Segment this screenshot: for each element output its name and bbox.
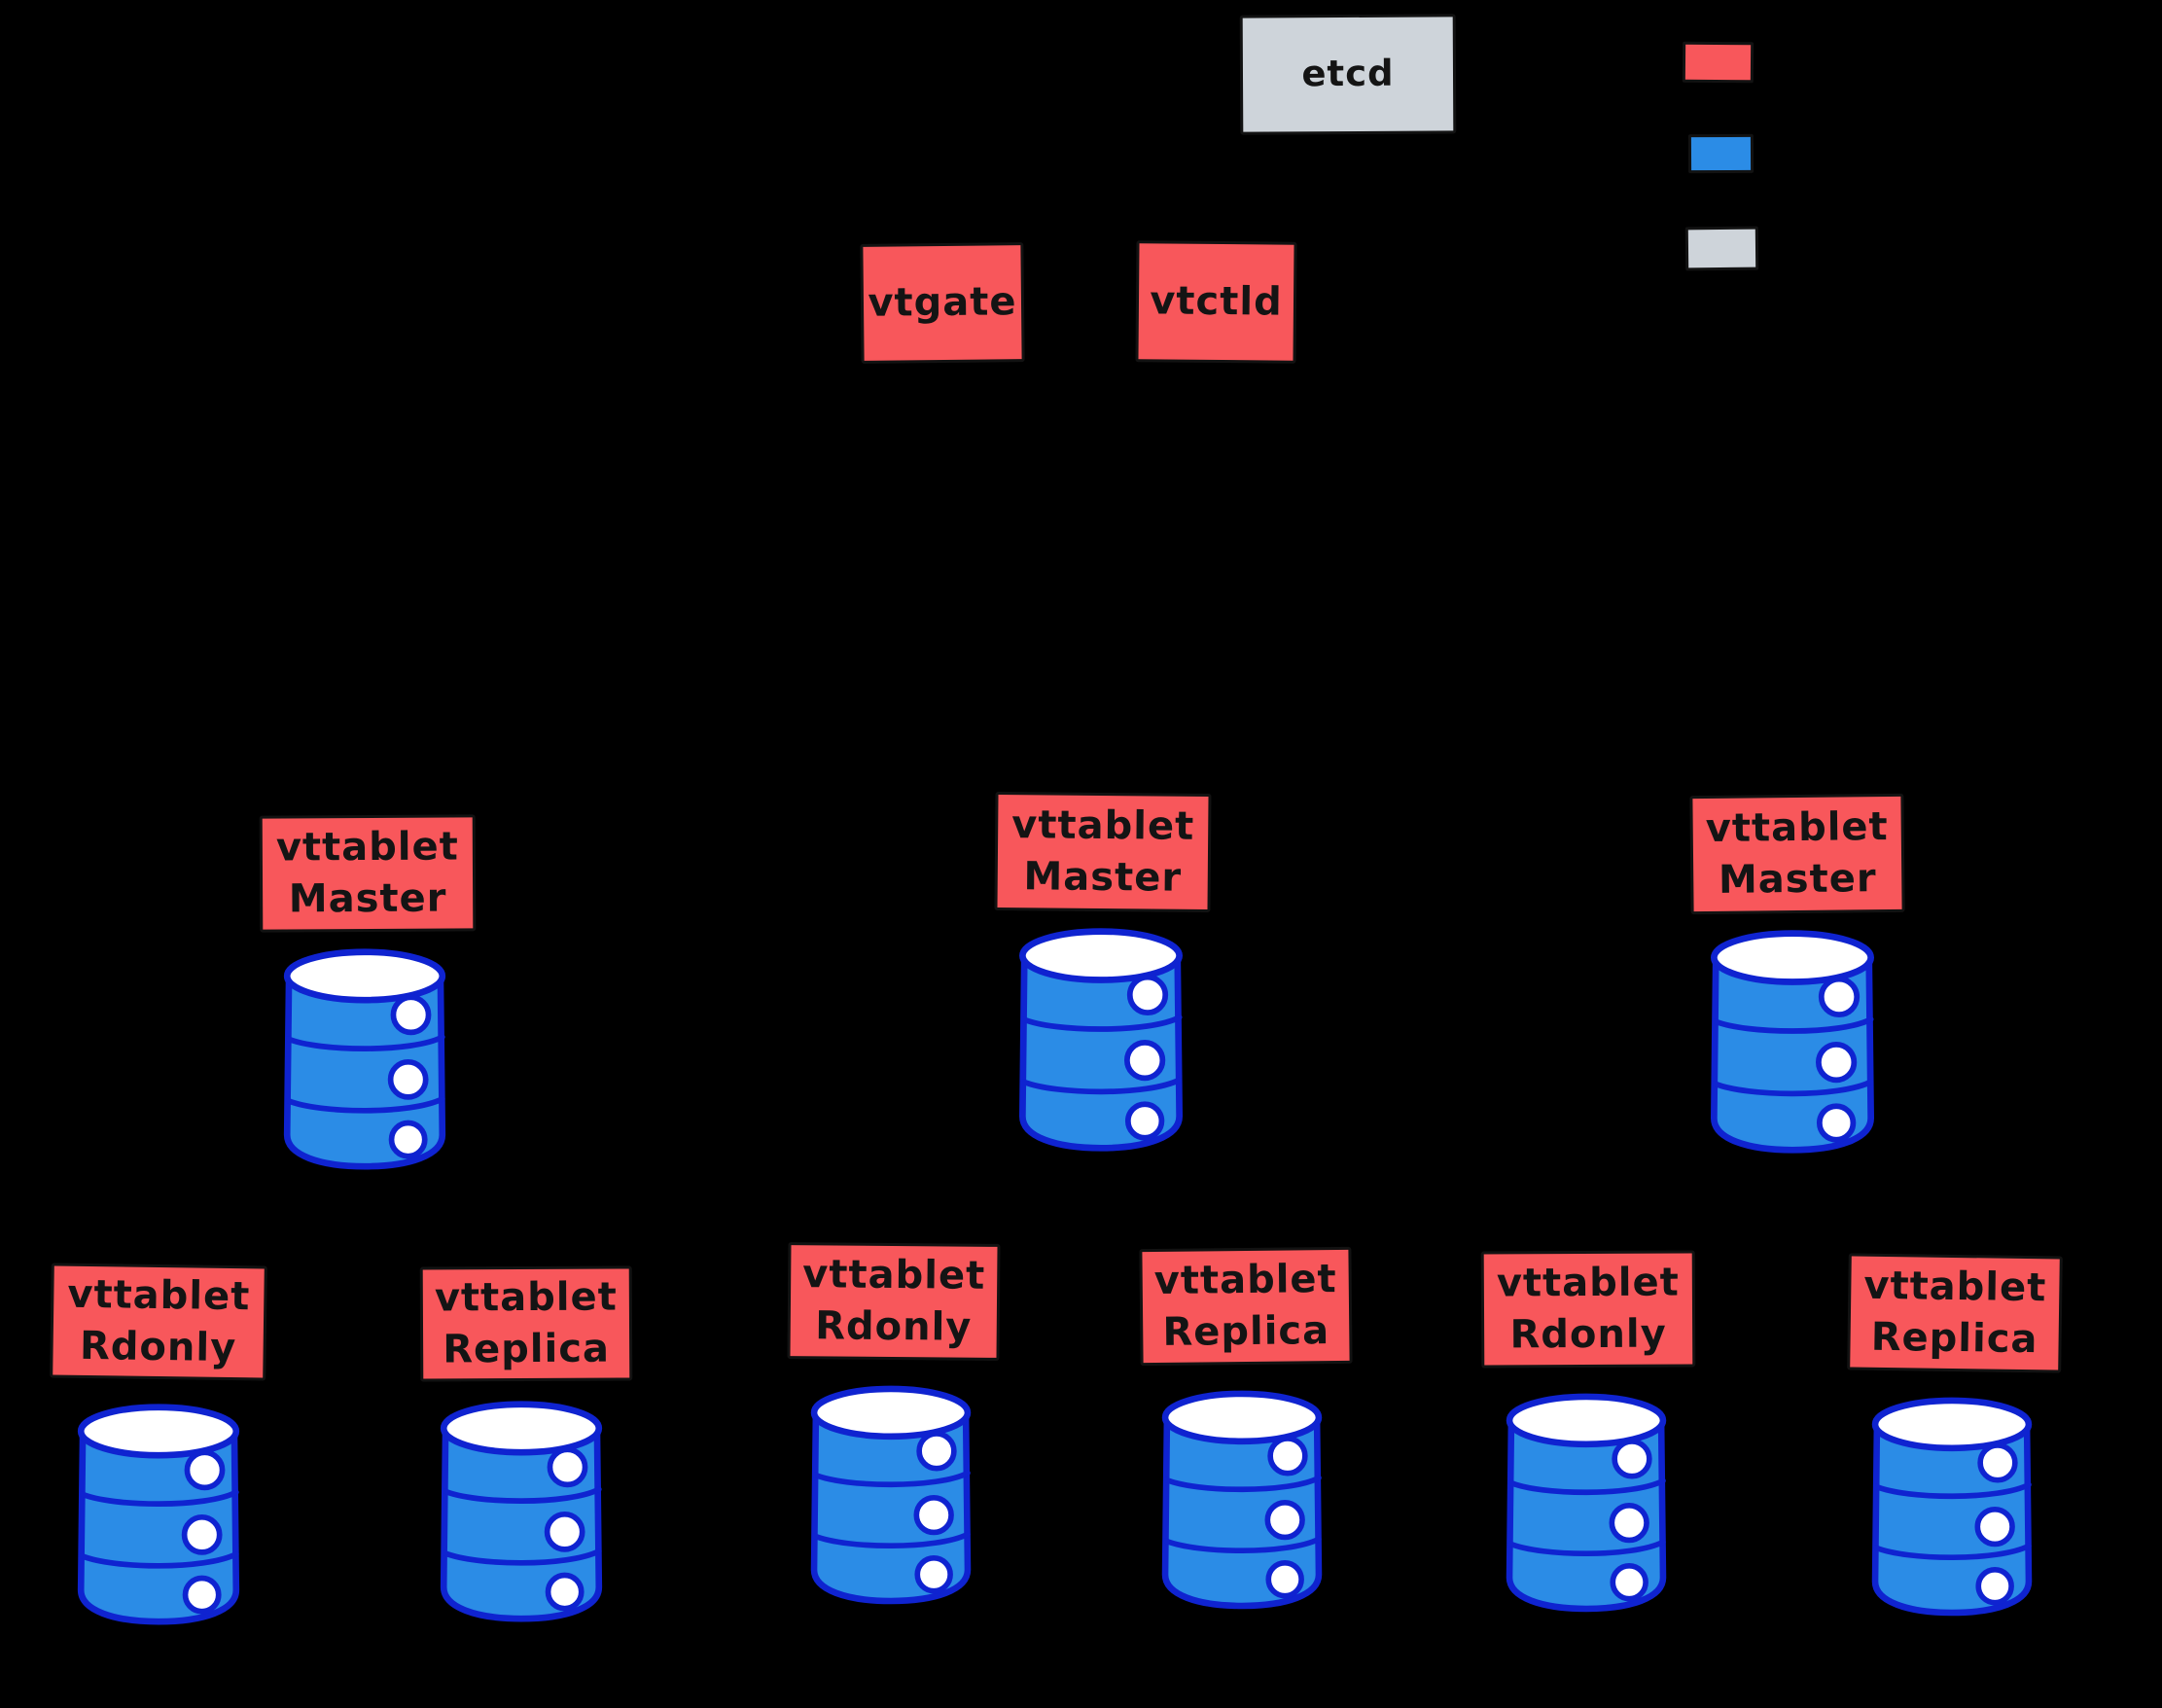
vttablet-replica-label: vttablet Replica [1153, 1257, 1337, 1355]
legend-red-swatch [1682, 41, 1754, 84]
vttablet-replica-node: vttablet Replica [1139, 1246, 1353, 1367]
database-cylinder-icon [429, 1393, 614, 1628]
vttablet-replica-node: vttablet Replica [1847, 1253, 2063, 1373]
database-cylinder-icon [1861, 1389, 2043, 1622]
vtgate-label: vtgate [868, 279, 1017, 326]
vttablet-rdonly-label: vttablet Rdonly [67, 1271, 251, 1371]
etcd-node: etcd [1239, 14, 1457, 135]
vtgate-node: vtgate [860, 242, 1025, 364]
vttablet-master-label: vttablet Master [1011, 802, 1195, 901]
vttablet-replica-node: vttablet Replica [419, 1265, 633, 1382]
vttablet-replica-label: vttablet Replica [1863, 1263, 2047, 1363]
etcd-label: etcd [1301, 52, 1395, 95]
vttablet-rdonly-label: vttablet Rdonly [1496, 1260, 1680, 1358]
database-cylinder-icon [272, 942, 457, 1175]
vttablet-master-node: vttablet Master [994, 792, 1212, 912]
vttablet-rdonly-node: vttablet Rdonly [50, 1263, 267, 1381]
legend-blue-swatch [1687, 133, 1754, 174]
vttablet-master-node: vttablet Master [259, 814, 477, 933]
vtctld-node: vtctld [1135, 240, 1297, 364]
legend-gray-swatch [1684, 226, 1759, 271]
database-cylinder-icon [66, 1393, 251, 1634]
database-cylinder-icon [1008, 922, 1194, 1156]
vttablet-master-label: vttablet Master [275, 824, 459, 922]
vttablet-replica-label: vttablet Replica [434, 1274, 618, 1372]
vttablet-rdonly-node: vttablet Rdonly [787, 1242, 1001, 1361]
database-cylinder-icon [799, 1377, 982, 1611]
vttablet-master-label: vttablet Master [1705, 804, 1889, 903]
vtctld-label: vtctld [1150, 278, 1283, 325]
vttablet-rdonly-node: vttablet Rdonly [1480, 1250, 1696, 1369]
vttablet-master-node: vttablet Master [1689, 793, 1905, 915]
vttablet-rdonly-label: vttablet Rdonly [802, 1252, 986, 1350]
database-cylinder-icon [1699, 924, 1886, 1157]
database-cylinder-icon [1151, 1382, 1333, 1616]
database-cylinder-icon [1495, 1385, 1678, 1619]
